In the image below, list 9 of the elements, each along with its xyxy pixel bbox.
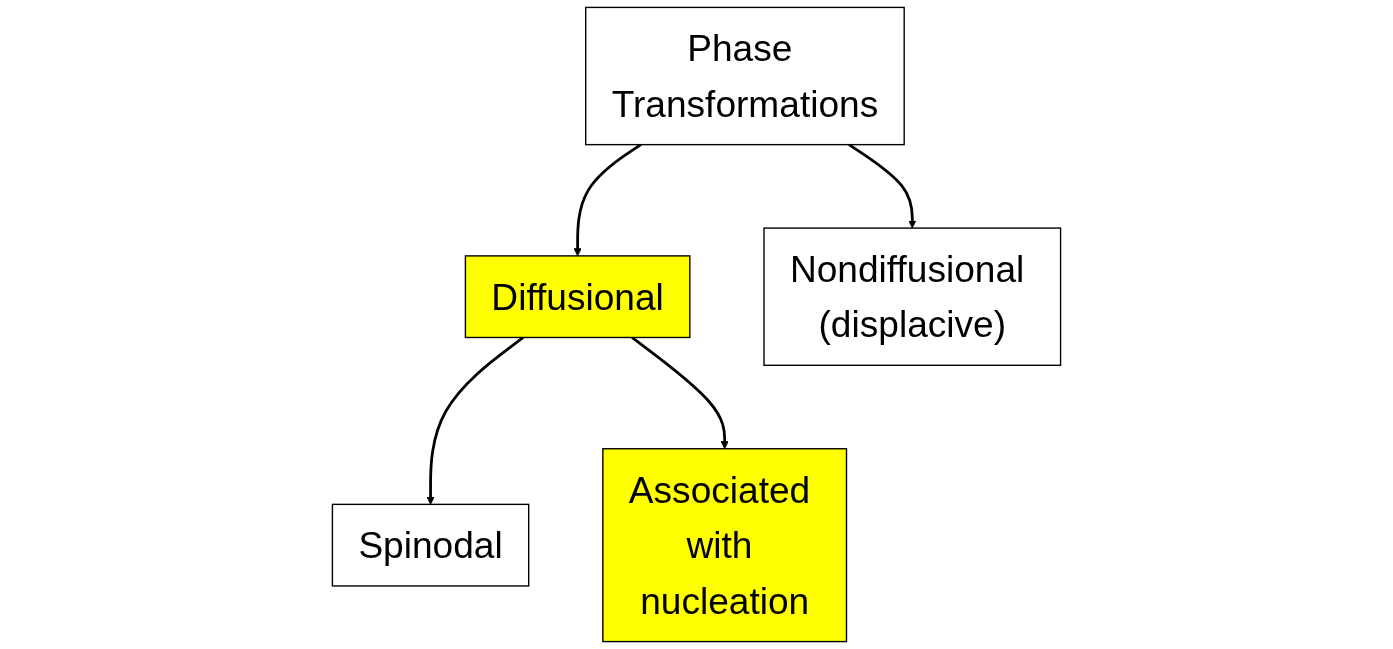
node-box: Associated with nucleation	[602, 448, 848, 643]
node-box: Nondiffusional (displacive)	[763, 227, 1062, 366]
node-box: Diffusional	[464, 255, 691, 339]
node-box: Phase Transformations	[585, 6, 905, 146]
arrow	[426, 336, 525, 505]
arrow	[631, 336, 729, 450]
node-box: Spinodal	[331, 503, 530, 587]
arrow	[848, 143, 917, 229]
arrow	[573, 143, 642, 257]
